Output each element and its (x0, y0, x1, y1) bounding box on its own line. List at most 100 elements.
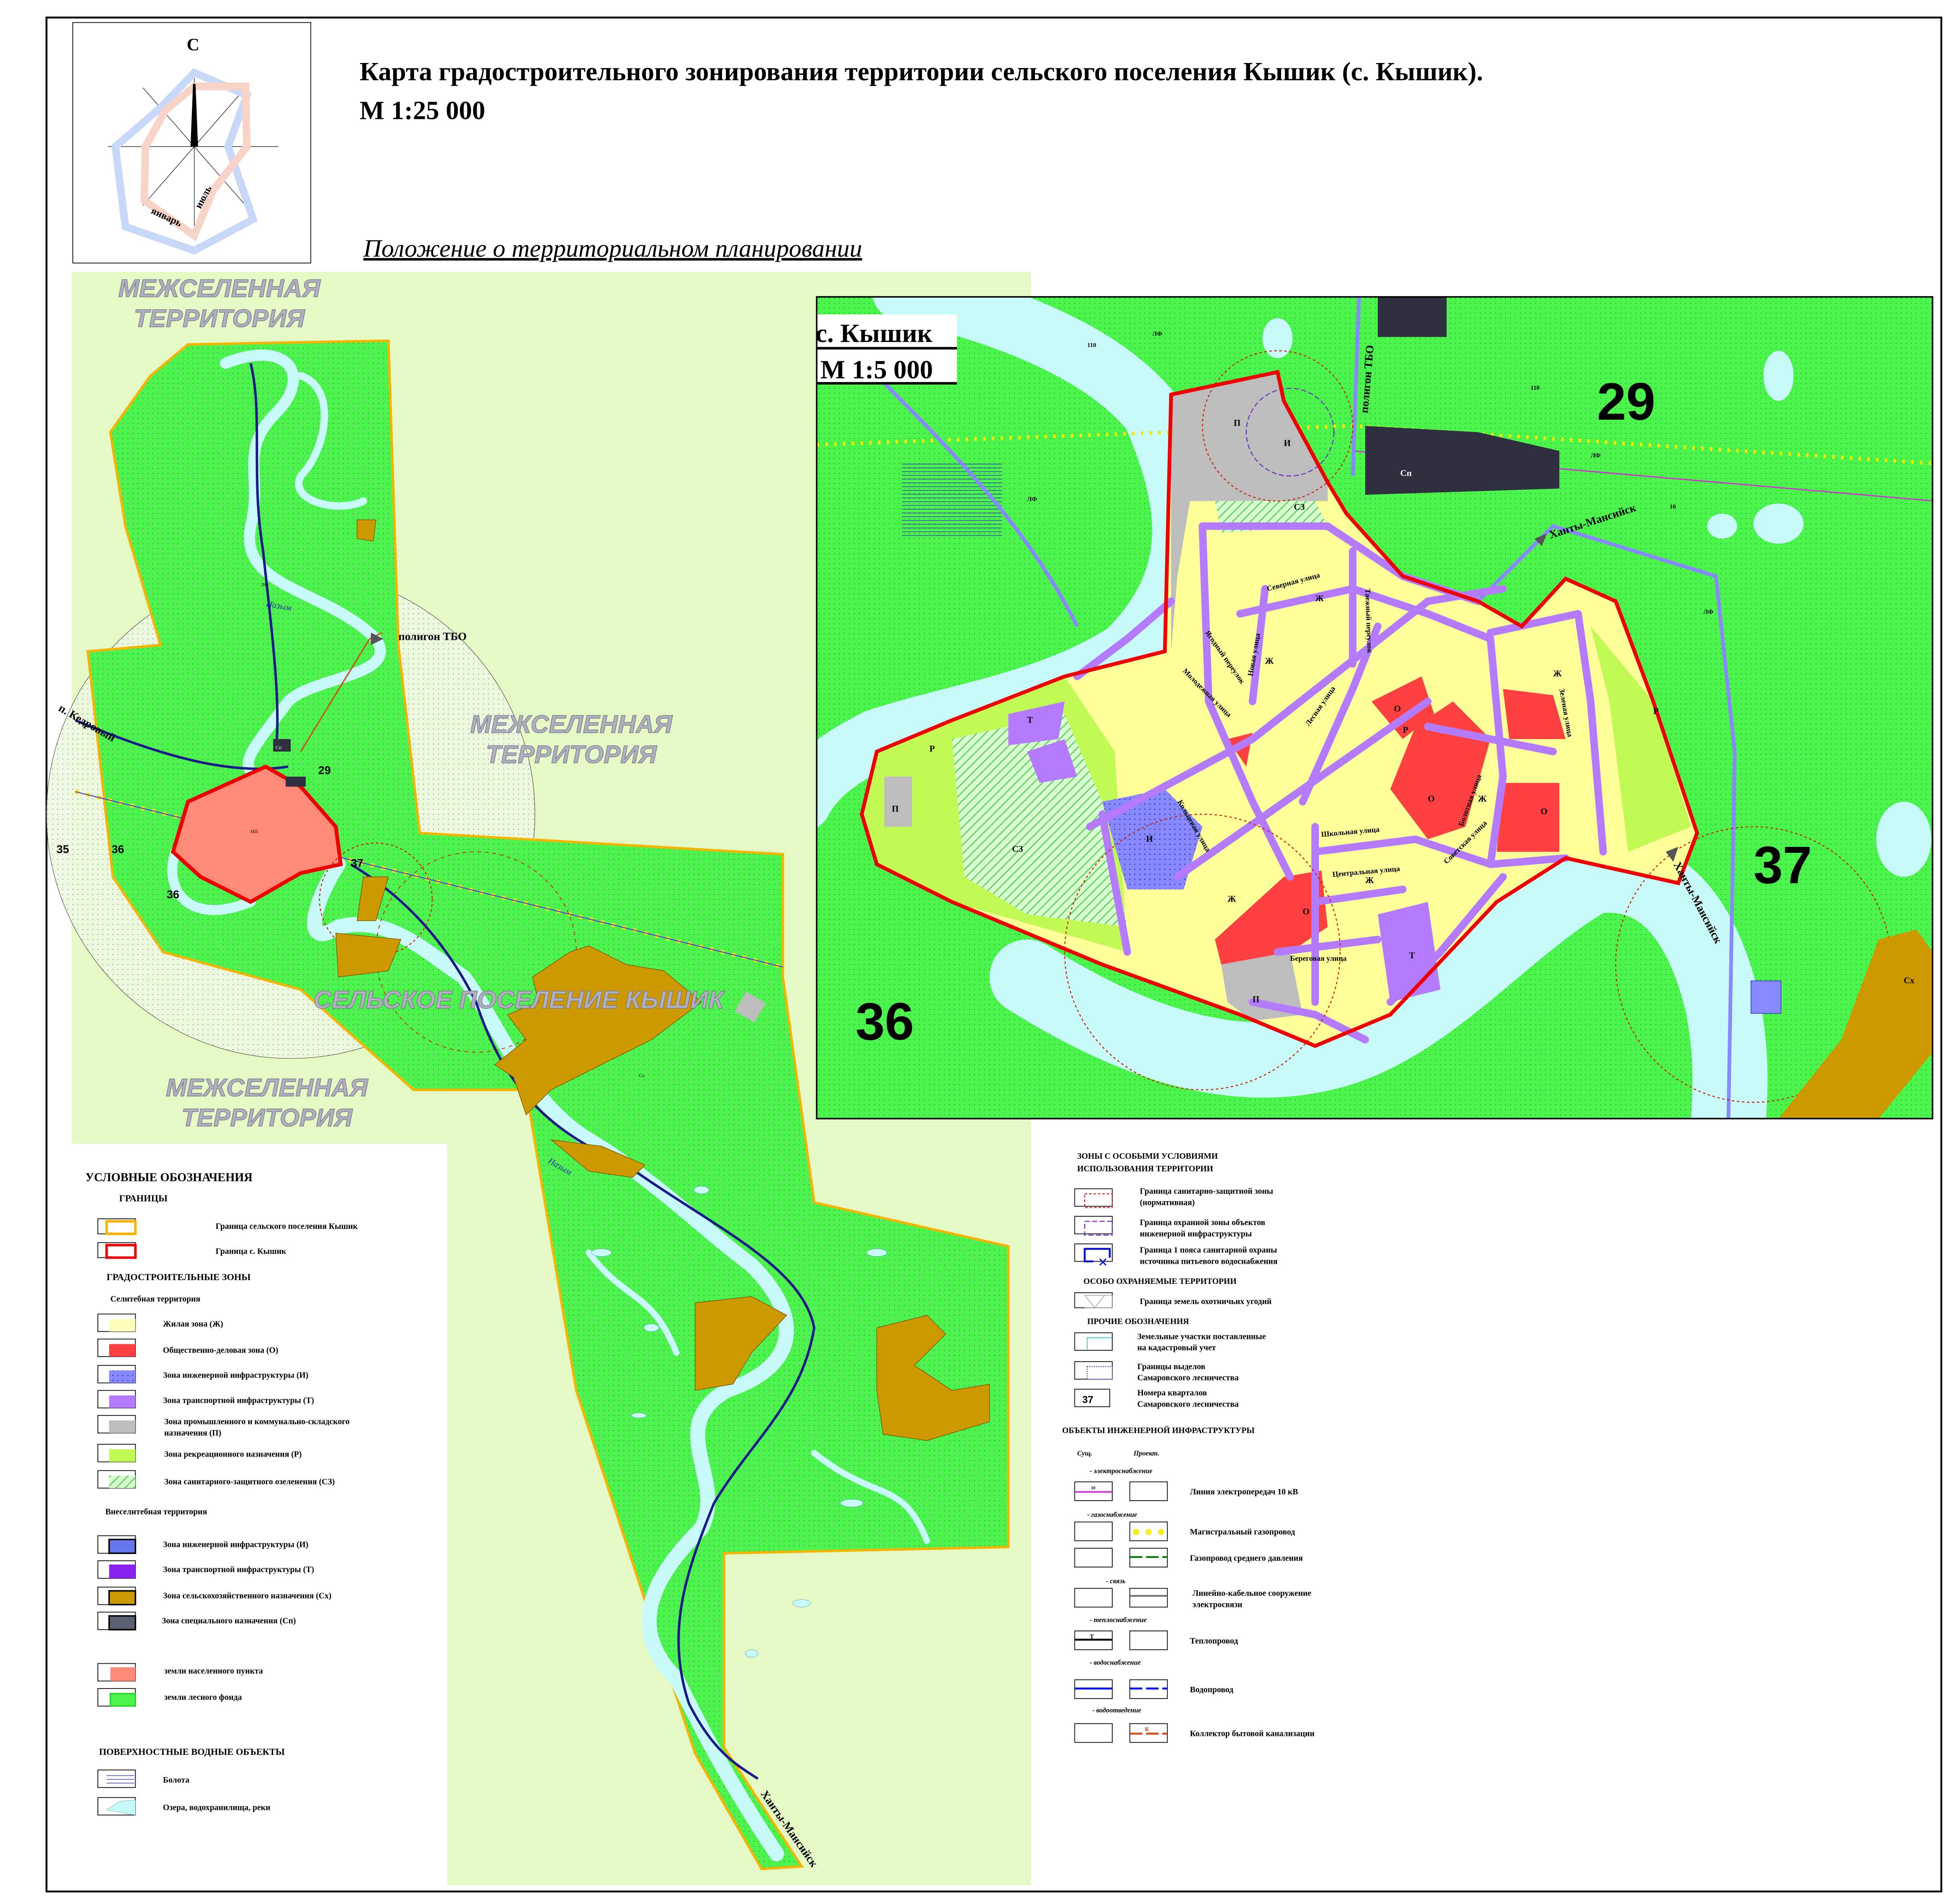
legend-item: на кадастровый учет (1137, 1343, 1216, 1352)
legend-item: Зона сельскохозяйственного назначения (С… (163, 1591, 331, 1600)
zone-code: Ж (1227, 894, 1236, 904)
quarter-number: 37 (351, 857, 363, 869)
zone-code: СЗ (1012, 844, 1023, 854)
legend-item: (нормативная) (1140, 1198, 1195, 1207)
special-zone (286, 776, 306, 787)
legend-item: Озера, водохранилища, реки (163, 1803, 271, 1812)
line-label-110: 110 (1087, 342, 1096, 349)
swatch-cadastral (1087, 1337, 1113, 1351)
agricultural-zone (1778, 929, 1933, 1119)
special-zone (1365, 426, 1560, 495)
quarter-number: 36 (167, 888, 179, 901)
transport-zone (1027, 739, 1077, 783)
special-zone (273, 739, 291, 752)
legend-item: Самаровского лесничества (1137, 1373, 1239, 1383)
legend-item: Самаровского лесничества (1137, 1399, 1239, 1409)
legend-item: Зона инженерной инфраструктуры (И) (163, 1371, 308, 1380)
legend-item: земли лесного фонда (164, 1693, 242, 1702)
zone-code: СЗ (1294, 502, 1305, 512)
legend-item: Теплопровод (1190, 1636, 1238, 1646)
industrial-zone (1221, 952, 1303, 1021)
inset-map-kyshik[interactable]: Ж Ж Ж Ж Ж Ж О О О О И И Т Т П П П Р Р Р … (802, 291, 1935, 1128)
legend-item: земли населенного пункта (164, 1666, 263, 1675)
public-zone (1371, 676, 1434, 739)
map-title: Карта градостроительного зонирования тер… (360, 57, 1483, 86)
legend-item: Номера кварталов (1137, 1388, 1207, 1397)
legend-item: Земельные участки поставленные (1137, 1332, 1266, 1341)
quarter-number: 29 (1597, 372, 1655, 431)
lakes (591, 1186, 887, 1658)
legend-nonresidential-swatches (97, 1535, 137, 1707)
swatch-settlement-boundary (105, 1220, 137, 1235)
zone-code: Сх (639, 1073, 645, 1078)
group-label: - водоотведение (1092, 1706, 1141, 1714)
direction-arrow-icon (1534, 534, 1547, 546)
zone-code: Сп (276, 744, 282, 750)
swatch-sanitary-zone (1084, 1193, 1113, 1208)
zone-code: И (1284, 438, 1290, 448)
legend-item: Магистральный газопровод (1190, 1527, 1295, 1536)
zone-code: П (1234, 418, 1240, 428)
zone-code: Р (1653, 706, 1659, 716)
legend-item: назначения (П) (164, 1428, 221, 1438)
industrial-zone (1171, 372, 1328, 652)
landfill-label: полигон ТБО (399, 630, 467, 643)
inset-title: с. Кышик (815, 318, 932, 348)
legend-heading: ИСПОЛЬЗОВАНИЯ ТЕРРИТОРИИ (1077, 1164, 1213, 1173)
direction-arrow-icon (370, 632, 383, 645)
inter-territory-label-2a: МЕЖСЕЛЕННАЯ (470, 710, 673, 738)
inter-territory-label-2b: ТЕРРИТОРИЯ (486, 740, 657, 768)
legend-item: Общественно-деловая зона (О) (163, 1346, 278, 1355)
quarter-number: 36 (112, 843, 124, 855)
overview-map[interactable]: МЕЖСЕЛЕННАЯ ТЕРРИТОРИЯ МЕЖСЕЛЕННАЯ ТЕРРИ… (46, 272, 1031, 1886)
inter-territory-label-1b: ТЕРРИТОРИЯ (134, 304, 305, 332)
quarter-number: 29 (318, 764, 331, 777)
zone-code: Ж (1365, 875, 1374, 885)
industrial-zone (884, 776, 912, 827)
engineering-zone (1750, 980, 1781, 1014)
transport-zone (1008, 701, 1065, 746)
zone-code: Ж (1265, 656, 1274, 666)
group-label: - водоснабжение (1090, 1659, 1141, 1667)
zone-code: ЛФ (1591, 452, 1601, 459)
recreation-zone (1590, 626, 1691, 852)
january-wind-polygon (111, 68, 258, 255)
inter-territory-label-3a: МЕЖСЕЛЕННАЯ (166, 1073, 368, 1102)
legend-heading: ОБЪЕКТЫ ИНЖЕНЕРНОЙ ИНФРАСТРУКТУРЫ (1062, 1426, 1255, 1435)
quarter-number: 35 (57, 843, 69, 855)
swatch-quarter-number (1074, 1389, 1110, 1407)
legend-item: Граница земель охотничьих угодий (1140, 1297, 1272, 1306)
legend-item: Коллектор бытовой канализации (1190, 1729, 1315, 1738)
swatch-engineering-protection-zone (1084, 1220, 1113, 1236)
swatch-gas-main (1133, 1529, 1164, 1535)
sanitary-zone-circle (319, 842, 433, 957)
inset-scale: М 1:5 000 (820, 355, 933, 384)
line-label-10: 10 (1670, 504, 1676, 510)
legend-item: Граница 1 пояса санитарной охраны (1140, 1246, 1277, 1255)
zone-code: Т (1027, 715, 1033, 725)
inter-territory-label-3b: ТЕРРИТОРИЯ (181, 1103, 353, 1131)
legend-item: Граница с. Кышик (215, 1247, 286, 1256)
road-kedrovy (875, 374, 1079, 627)
group-label: - электроснабжение (1090, 1467, 1152, 1475)
sanitary-greening-zone (952, 714, 1127, 927)
group-label: - связь (1106, 1577, 1125, 1585)
north-label: С (186, 35, 199, 54)
settlement-label: СЕЛЬСКОЕ ПОСЕЛЕНИЕ КЫШИК (314, 986, 725, 1014)
zone-code: И (1146, 834, 1153, 844)
zone-code: О (1541, 806, 1547, 816)
rivers (167, 350, 930, 1862)
zone-code: О (1428, 794, 1434, 804)
legend-item: Линейно-кабельное сооружение (1192, 1589, 1311, 1598)
legend-left: УСЛОВНЫЕ ОБОЗНАЧЕНИЯ ГРАНИЦЫ Граница сел… (85, 1171, 358, 1816)
group-label: - газоснабжение (1087, 1511, 1137, 1519)
legend-residential-swatches (97, 1313, 136, 1489)
zone-code: ЛФ (1027, 496, 1037, 503)
public-zone (1215, 870, 1328, 965)
zone-code: Ж (1478, 794, 1487, 804)
road-landfill (300, 632, 383, 752)
legend-item: Граница санитарно-защитной зоны (1140, 1186, 1274, 1196)
wind-rose: С январь июль (72, 22, 311, 264)
quarter-number: 37 (1754, 836, 1812, 894)
col-project: Проект. (1133, 1449, 1160, 1457)
